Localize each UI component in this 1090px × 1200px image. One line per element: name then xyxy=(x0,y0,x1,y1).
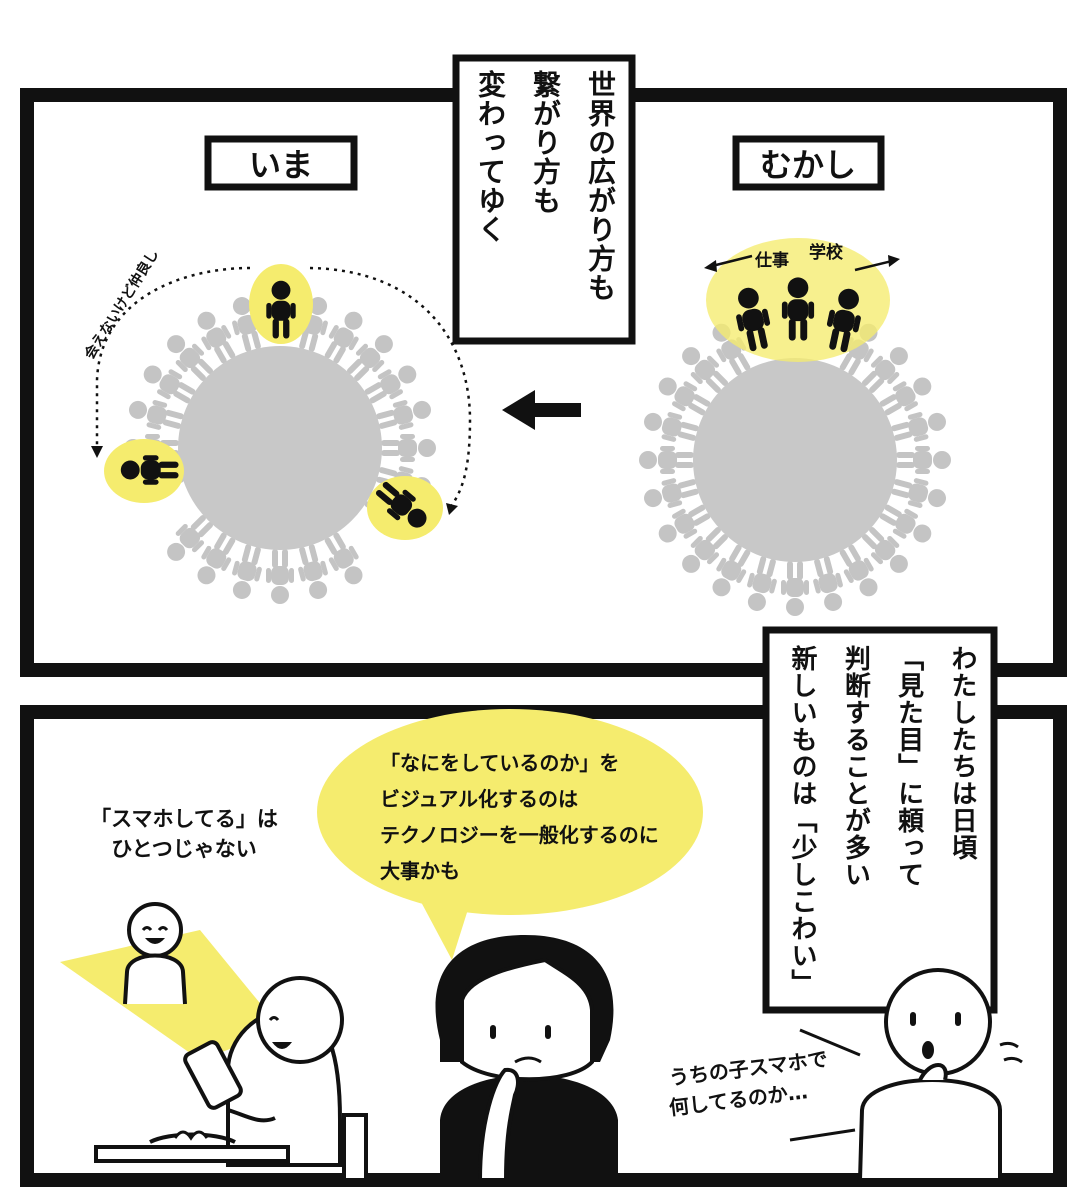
imagined-friend-body xyxy=(123,953,187,1005)
caption-top: 世界の広がり方も 繋がり方も 変わってゆく xyxy=(470,70,620,332)
now-globe xyxy=(178,346,382,550)
parent-hand xyxy=(918,1063,948,1082)
past-tag-work: 仕事 xyxy=(754,250,789,271)
chair-icon xyxy=(342,1113,368,1182)
child-head xyxy=(256,976,344,1064)
past-globe xyxy=(693,358,897,562)
caption-bottom: わたしたちは日頃 「見た目」に頼って 判断することが多い 新しいものは「少しこわ… xyxy=(782,645,982,1000)
caption-top-line-3: 変わってゆく xyxy=(474,70,507,244)
imagined-friend xyxy=(60,902,282,1060)
now-label: いま xyxy=(249,146,313,184)
past-world: 仕事 学校 xyxy=(639,238,951,616)
past-arrow-left-head xyxy=(704,260,717,272)
child-arm xyxy=(227,1108,276,1123)
phone-icon xyxy=(183,1040,243,1110)
speech-bubble: 「なにをしているのか」を ビジュアル化するのは テクノロジーを一般化するのに 大… xyxy=(317,709,703,960)
caption-box-bottom xyxy=(762,626,998,1014)
caption-bottom-line-2: 「見た目」に頼って xyxy=(893,645,924,888)
caption-bottom-line-1: わたしたちは日頃 xyxy=(946,645,977,861)
caption-top-line-2: 繋がり方も xyxy=(529,70,562,215)
nervous-marks xyxy=(999,1041,1023,1064)
now-arc-left-arrowhead xyxy=(91,446,103,458)
woman-hand xyxy=(477,1067,520,1182)
caption-box-top xyxy=(452,54,636,345)
left-arrow-icon xyxy=(502,390,581,430)
caption-top-line-1: 世界の広がり方も xyxy=(584,70,617,302)
bubble-line-2: ビジュアル化するのは xyxy=(380,787,578,811)
bubble-line-4: 大事かも xyxy=(380,859,460,883)
smartphone-note-line-1: 「スマホしてる」は xyxy=(90,807,278,831)
child-with-phone xyxy=(183,976,344,1167)
past-tag-school: 学校 xyxy=(809,242,844,263)
table-top xyxy=(94,1145,290,1163)
woman-face xyxy=(460,957,594,1082)
thought-line-1 xyxy=(799,1028,861,1057)
parent-body xyxy=(857,1078,1002,1182)
now-arc-left xyxy=(95,266,251,448)
past-arrow-left xyxy=(711,254,753,268)
imagined-friend-head xyxy=(127,902,183,958)
smartphone-note: 「スマホしてる」は ひとつじゃない xyxy=(90,807,278,861)
caption-bottom-line-4: 新しいものは「少しこわい」 xyxy=(787,645,817,996)
bubble-line-3: テクノロジーを一般化するのに xyxy=(380,823,659,847)
past-label-box: むかし xyxy=(732,135,885,191)
smartphone-note-line-2: ひとつじゃない xyxy=(111,837,257,861)
past-arrow-right-head xyxy=(888,255,900,267)
bubble-line-1: 「なにをしているのか」を xyxy=(380,751,619,775)
past-label: むかし xyxy=(760,146,856,184)
woman-body xyxy=(440,1075,618,1180)
now-label-box: いま xyxy=(204,135,358,191)
woman xyxy=(342,935,618,1182)
now-arc-right-arrowhead xyxy=(446,503,458,515)
past-arrow-right xyxy=(854,259,893,272)
caption-bottom-line-3: 判断することが多い xyxy=(840,645,871,888)
thought-line-2 xyxy=(789,1128,856,1142)
table xyxy=(94,1130,290,1163)
